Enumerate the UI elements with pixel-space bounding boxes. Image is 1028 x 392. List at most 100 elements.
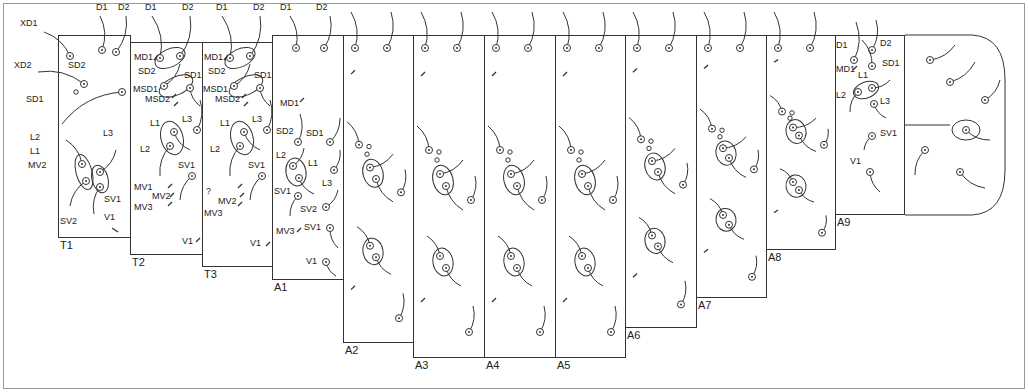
seta-base bbox=[179, 55, 181, 57]
body-segment: A4 bbox=[484, 35, 556, 358]
spiracle bbox=[365, 152, 369, 156]
seta-socket bbox=[564, 45, 571, 52]
seta-socket bbox=[610, 197, 617, 204]
seta-socket bbox=[295, 193, 302, 200]
seta-socket bbox=[655, 168, 662, 175]
seta-base bbox=[325, 206, 327, 208]
seta-socket bbox=[323, 259, 330, 266]
microseta bbox=[174, 102, 178, 106]
seta-name: L2 bbox=[836, 90, 846, 101]
seta-name: L1 bbox=[220, 118, 230, 129]
seta-socket bbox=[508, 171, 515, 178]
microseta bbox=[563, 298, 567, 302]
seta-hair bbox=[862, 40, 872, 66]
seta-hair bbox=[100, 150, 116, 172]
segment-label: T3 bbox=[204, 268, 217, 280]
seta-base bbox=[243, 131, 245, 133]
seta-hair bbox=[446, 186, 463, 210]
body-segment: A8 bbox=[766, 35, 836, 250]
segment-label: T2 bbox=[132, 256, 145, 268]
seta-socket bbox=[807, 45, 814, 52]
pinaculum bbox=[431, 246, 456, 277]
pinaculum bbox=[429, 163, 456, 197]
seta-base bbox=[239, 145, 241, 147]
seta-name: SD1 bbox=[882, 58, 900, 69]
microseta bbox=[297, 228, 301, 232]
seta-base bbox=[173, 131, 175, 133]
seta-hair bbox=[421, 12, 427, 48]
seta-socket bbox=[113, 49, 120, 56]
microseta bbox=[633, 274, 637, 278]
spiracle bbox=[720, 128, 724, 132]
seta-base bbox=[445, 185, 447, 187]
seta-socket bbox=[67, 53, 74, 60]
body-segment: A2 bbox=[343, 35, 414, 343]
seta-name: L2 bbox=[30, 132, 40, 143]
seta-name: MV3 bbox=[204, 208, 223, 219]
seta-name: D2 bbox=[118, 2, 130, 13]
seta-socket bbox=[749, 273, 756, 280]
seta-name: L1 bbox=[30, 146, 40, 157]
seta-base bbox=[984, 99, 986, 101]
seta-base bbox=[566, 47, 568, 49]
seta-socket bbox=[177, 53, 184, 60]
seta-socket bbox=[726, 221, 733, 228]
seta-socket bbox=[398, 189, 405, 196]
seta-name: SD2 bbox=[68, 60, 86, 71]
seta-base bbox=[711, 128, 713, 130]
seta-name: MSD2 bbox=[145, 94, 170, 105]
seta-base bbox=[798, 189, 800, 191]
seta-base bbox=[375, 178, 377, 180]
seta-socket bbox=[819, 229, 826, 236]
seta-hair bbox=[298, 114, 302, 142]
seta-base bbox=[581, 255, 583, 257]
seta-hair bbox=[669, 12, 675, 48]
seta-socket bbox=[779, 108, 786, 115]
seta-base bbox=[298, 177, 300, 179]
seta-socket bbox=[790, 179, 797, 186]
seta-socket bbox=[678, 301, 685, 308]
seta-socket bbox=[508, 253, 515, 260]
seta-base bbox=[636, 47, 638, 49]
seta-name: MV2 bbox=[28, 160, 47, 171]
seta-name: SD1 bbox=[254, 70, 272, 81]
seta-name: L3 bbox=[880, 96, 890, 107]
seta-socket bbox=[982, 97, 989, 104]
seta-base bbox=[169, 145, 171, 147]
seta-base bbox=[949, 81, 951, 83]
seta-hair bbox=[658, 172, 675, 194]
seta-base bbox=[323, 47, 325, 49]
seta-socket bbox=[422, 45, 429, 52]
seta-base bbox=[99, 171, 101, 173]
seta-base bbox=[115, 51, 117, 53]
seta-socket bbox=[373, 254, 380, 261]
seta-hair bbox=[116, 16, 127, 52]
segment-label: A2 bbox=[345, 344, 358, 356]
seta-name: D2 bbox=[182, 2, 194, 13]
pinaculum bbox=[502, 246, 527, 277]
seta-hair bbox=[230, 146, 240, 176]
microseta bbox=[633, 69, 637, 73]
seta-socket bbox=[585, 183, 592, 190]
seta-socket bbox=[655, 243, 662, 250]
seta-hair bbox=[915, 150, 925, 175]
seta-base bbox=[823, 144, 825, 146]
seta-hair bbox=[511, 160, 534, 174]
segment-label: A1 bbox=[274, 281, 287, 293]
seta-hair bbox=[180, 16, 191, 56]
seta-socket bbox=[568, 147, 575, 154]
seta-base bbox=[959, 171, 961, 173]
seta-base bbox=[610, 331, 612, 333]
seta-hair bbox=[70, 181, 86, 206]
frame bbox=[4, 4, 1025, 389]
seta-name: MV3 bbox=[134, 202, 153, 213]
spiracle bbox=[508, 150, 512, 154]
seta-hair bbox=[599, 12, 605, 48]
seta-hair bbox=[854, 22, 859, 60]
seta-hair bbox=[488, 126, 500, 150]
seta-name: V1 bbox=[306, 256, 317, 267]
seta-hair bbox=[62, 92, 122, 124]
microseta bbox=[774, 210, 778, 213]
seta-base bbox=[651, 234, 653, 236]
seta-socket bbox=[161, 83, 168, 90]
